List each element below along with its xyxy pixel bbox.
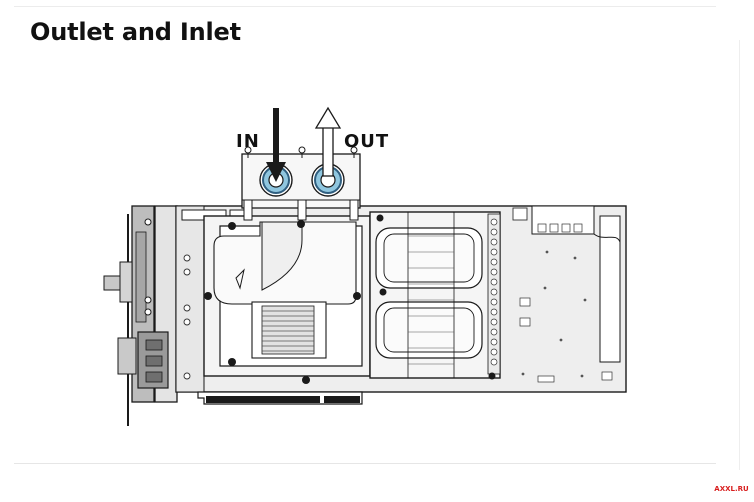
waterblock: [203, 215, 371, 384]
bottom-divider: [14, 463, 716, 464]
outlet-label: OUT: [344, 131, 389, 152]
pcb-components: [512, 205, 621, 383]
inlet-label: IN: [236, 131, 260, 152]
inlet-arrow: [266, 108, 286, 182]
gpu-microfins: [261, 305, 315, 355]
top-divider: [14, 6, 716, 7]
right-divider: [739, 40, 740, 470]
pcie-connector: [197, 391, 363, 405]
watermark: AXXL.RU: [711, 482, 752, 496]
page-title: Outlet and Inlet: [30, 18, 241, 46]
outlet-arrow: [314, 106, 342, 177]
pci-bracket: [103, 205, 178, 426]
memory-block: [369, 211, 501, 380]
